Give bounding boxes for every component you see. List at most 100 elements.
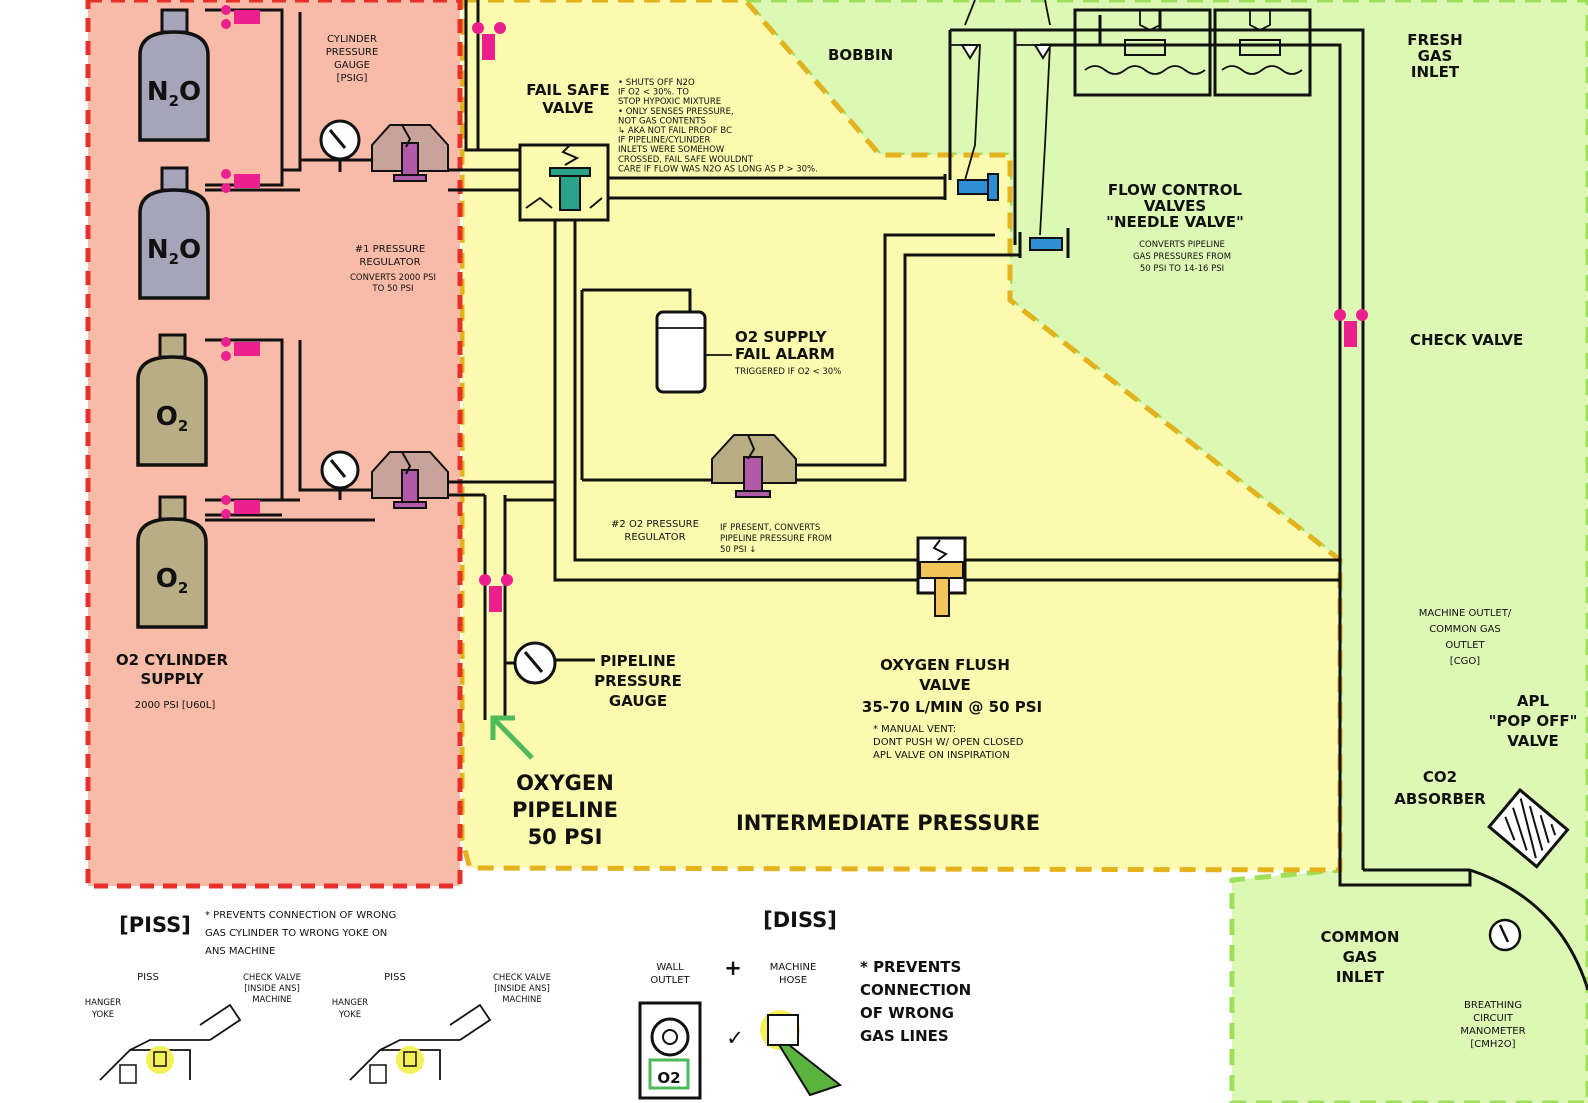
o2-supply-note-line-1: 2000 PSI [U60L] [135, 700, 216, 711]
cylinder-gauge-label-line-4: [PSIG] [337, 73, 368, 84]
flow-control-note-line-1: CONVERTS PIPELINE [1139, 240, 1225, 250]
piss-label-1-line-1: PISS [137, 972, 159, 983]
vaporizer-blocks [1073, 8, 1312, 97]
piss-note-line-3: ANS MACHINE [205, 946, 275, 957]
manometer-label-line-3: MANOMETER [1460, 1026, 1525, 1037]
manometer-label-line-4: [CMH2O] [1470, 1039, 1515, 1050]
o2-alarm-note-line-1: TRIGGERED IF O2 < 30% [734, 367, 841, 377]
hanger-yoke-1: HANGER YOKE [85, 998, 122, 1020]
fresh-gas-label-line-3: INLET [1411, 63, 1460, 81]
diss-checkmark-line-1: ✓ [726, 1026, 744, 1050]
apl-label-line-1: APL [1517, 692, 1550, 710]
pressure-regulator-2-o2 [711, 434, 797, 498]
reg2-label-line-1: #2 O2 PRESSURE [611, 519, 699, 530]
pipeline-gauge-label-line-3: GAUGE [609, 692, 667, 710]
plus-sign-line-1: + [724, 956, 742, 980]
flow-control-note-line-2: GAS PRESSURES FROM [1133, 252, 1231, 262]
check-valve-1 [221, 5, 260, 29]
reg1-note-line-2: TO 50 PSI [371, 284, 413, 294]
failsafe-notes-line-7: IF PIPELINE/CYLINDER [618, 136, 711, 146]
breathing-circuit-manometer [1488, 918, 1522, 952]
reg1-note-line-1: CONVERTS 2000 PSI [350, 273, 436, 283]
apl-label: APL "POP OFF" VALVE [1489, 692, 1578, 750]
flush-note: * MANUAL VENT:DONT PUSH W/ OPEN CLOSEDAP… [873, 724, 1024, 761]
flow-control-valve-n2o [943, 173, 999, 201]
intermediate-pressure-label-line-1: INTERMEDIATE PRESSURE [736, 811, 1040, 835]
bobbin-icons [960, 0, 1053, 60]
failsafe-notes-line-6: ↳ AKA NOT FAIL PROOF BC [618, 126, 732, 136]
wall-outlet-label-line-2: OUTLET [650, 975, 690, 986]
oxygen-flush-valve [916, 536, 967, 617]
diss-title: [DISS] [763, 908, 837, 932]
failsafe-label-line-2: VALVE [542, 99, 594, 117]
cylinder-pressure-gauge-o2 [320, 450, 360, 500]
piss-illustration-2 [349, 1003, 492, 1084]
flow-control-label-line-2: VALVES [1144, 197, 1206, 215]
pipeline-inlet-arrow [490, 715, 534, 760]
svg-text:O2: O2 [156, 564, 189, 597]
check-valve-inside-2: CHECK VALVE[INSIDE ANS]MACHINE [493, 973, 551, 1005]
machine-outlet-label-line-1: MACHINE OUTLET/ [1419, 608, 1512, 619]
reg1-label-line-2: REGULATOR [359, 257, 420, 268]
svg-text:N2O: N2O [147, 77, 201, 110]
oxygen-pipeline-label-line-2: PIPELINE [512, 798, 618, 822]
apl-label-line-3: VALVE [1507, 732, 1559, 750]
cylinder-pressure-gauge-n2o [319, 119, 361, 172]
piss-label-2-line-1: PISS [384, 972, 406, 983]
check-valve-inside-1: CHECK VALVE[INSIDE ANS]MACHINE [243, 973, 301, 1005]
failsafe-notes-line-5: NOT GAS CONTENTS [618, 116, 706, 126]
machine-hose-label-line-2: HOSE [779, 975, 807, 986]
failsafe-notes-line-1: • SHUTS OFF N2O [618, 78, 695, 88]
pipeline-gauge-label-line-2: PRESSURE [594, 672, 682, 690]
o2-alarm-note: TRIGGERED IF O2 < 30% [734, 367, 841, 377]
common-gas-inlet-label-line-3: INLET [1336, 968, 1385, 986]
machine-hose-label-line-1: MACHINE [770, 962, 817, 973]
flush-rate: 35-70 L/MIN @ 50 PSI [862, 698, 1042, 716]
check-valve-inside-1-line-3: MACHINE [252, 995, 292, 1005]
hanger-yoke-2-line-1: HANGER [332, 998, 369, 1008]
apl-label-line-2: "POP OFF" [1489, 712, 1578, 730]
check-valve-7 [1334, 309, 1368, 347]
outlet-tag-line-1: O2 [657, 1069, 680, 1087]
piss-label-1: PISS [137, 972, 159, 983]
o2-supply-fail-alarm [655, 310, 732, 394]
hanger-yoke-1-line-1: HANGER [85, 998, 122, 1008]
hanger-yoke-1-line-2: YOKE [91, 1010, 114, 1020]
check-valve-6 [479, 574, 513, 612]
machine-outlet-label-line-4: [CGO] [1450, 656, 1481, 667]
cylinder-gauge-label-line-1: CYLINDER [327, 34, 377, 45]
bobbin-label: BOBBIN [828, 46, 893, 64]
failsafe-notes-line-10: CARE IF FLOW WAS N2O AS LONG AS P > 30%. [618, 164, 818, 174]
failsafe-notes-line-8: INLETS WERE SOMEHOW [618, 145, 725, 155]
check-valve-4 [221, 495, 260, 519]
check-valve-2 [221, 169, 260, 193]
machine-outlet-label-line-3: OUTLET [1445, 640, 1485, 651]
check-valve-inside-2-line-1: CHECK VALVE [493, 973, 551, 983]
wall-outlet-icon [638, 1001, 702, 1100]
intermediate-pressure-label: INTERMEDIATE PRESSURE [736, 811, 1040, 835]
piss-label-2: PISS [384, 972, 406, 983]
piss-illustration-1 [99, 1003, 242, 1084]
flush-note-line-2: DONT PUSH W/ OPEN CLOSED [873, 737, 1024, 748]
o2-supply-note: 2000 PSI [U60L] [135, 700, 216, 711]
machine-hose-label: MACHINE HOSE [770, 962, 817, 986]
flush-rate-line-1: 35-70 L/MIN @ 50 PSI [862, 698, 1042, 716]
check-valves [221, 5, 1368, 612]
